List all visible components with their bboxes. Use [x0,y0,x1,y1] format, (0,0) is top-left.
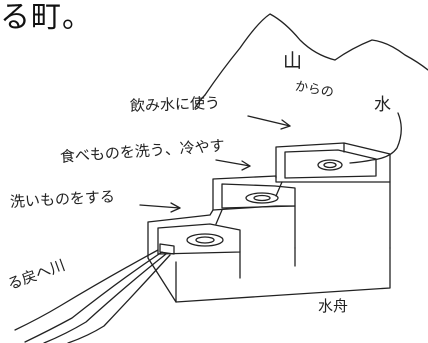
label-mountain: 山 [283,50,303,72]
outflow-stream-2 [43,253,167,343]
mountain-slope-left [194,94,206,109]
outflow-pipe [159,243,175,255]
outflow-stream-3 [67,254,171,343]
arrow-food-head [241,160,251,171]
middle-spout [275,181,283,197]
top-basin-inner [284,149,377,179]
middle-ripple-1 [245,192,279,204]
label-mizubune: 水舟 [318,297,349,315]
heading-fragment: る町。 [0,0,93,35]
middle-basin [212,175,391,249]
top-ripple-2 [323,161,337,169]
arrow-drinking [247,115,291,127]
bottom-basin-inner [157,223,241,255]
bottom-spout [215,209,223,225]
mountain-outline-left [204,13,336,96]
bottom-basin [147,205,296,259]
inflow-pipe [349,112,402,164]
bottom-ripple-2 [195,236,215,244]
top-basin [275,142,391,183]
outflow-stream-1 [24,251,163,343]
top-ripple-1 [317,159,343,171]
label-drinking-water: 飲み水に使う [129,93,221,115]
outflow-stream-4 [14,249,159,331]
mountain-outline-right [334,39,428,71]
arrow-washing-head [170,202,181,213]
bottom-ripple-1 [186,233,224,247]
arrow-food [215,159,251,167]
label-water: 水 [374,95,391,115]
arrow-drinking-head [280,119,291,130]
middle-basin-inner [221,183,296,209]
middle-ripple-2 [253,194,271,202]
arrow-washing [139,204,181,209]
trough-base [147,247,391,303]
